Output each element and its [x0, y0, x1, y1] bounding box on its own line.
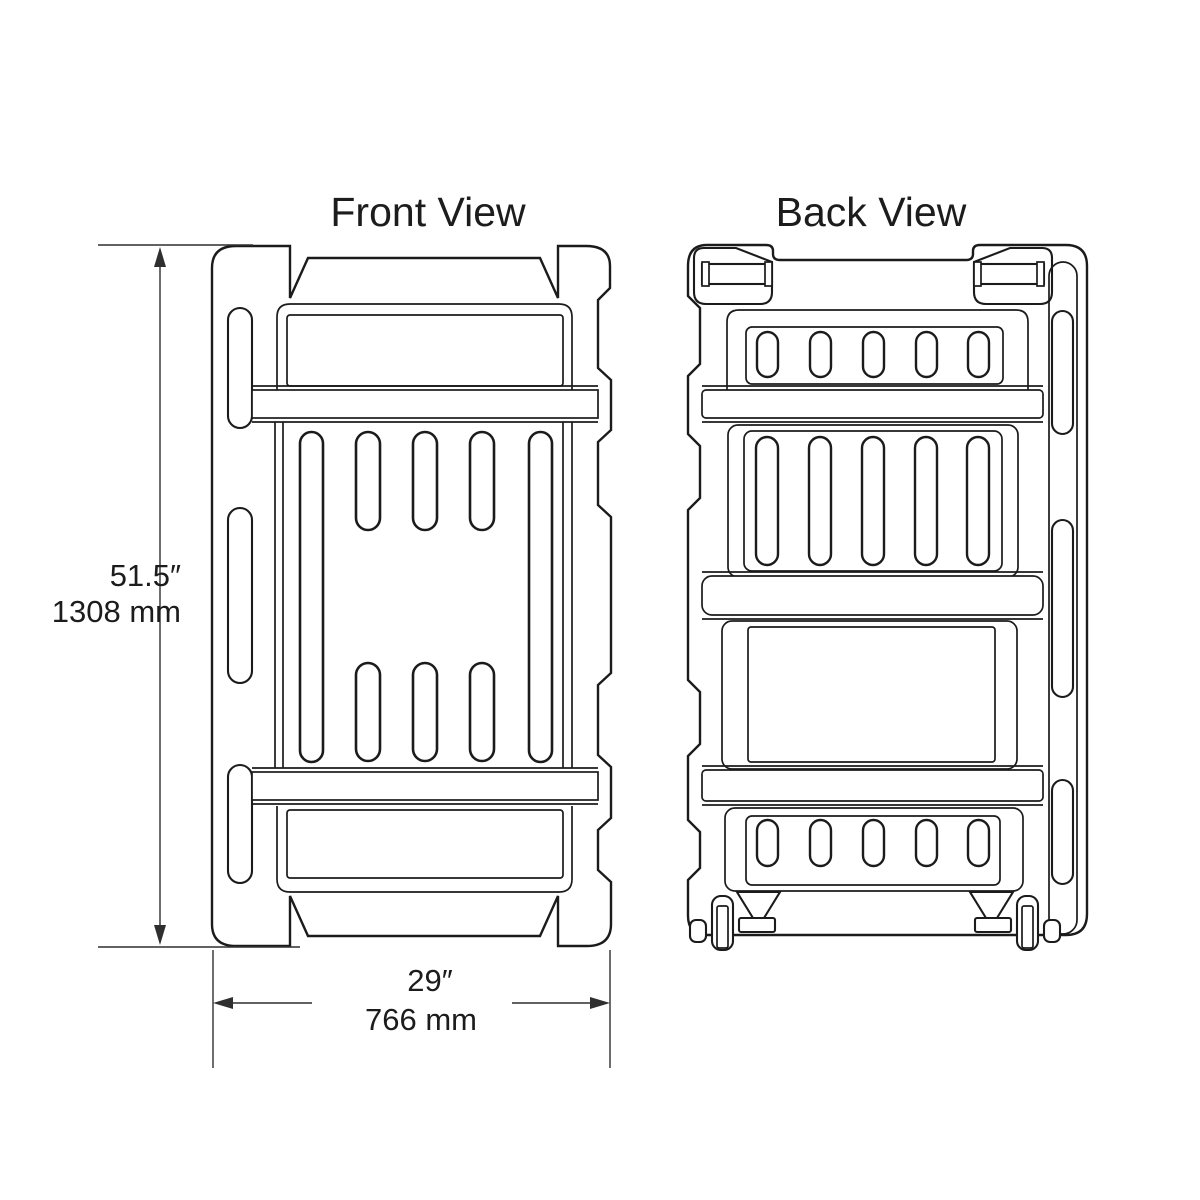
- vent-oval: [755, 330, 780, 379]
- rail-slot: [1050, 518, 1075, 699]
- corner-foot: [688, 918, 708, 944]
- rib-slot: [411, 661, 439, 763]
- caster-roller: [1015, 894, 1040, 952]
- vent-oval: [808, 818, 833, 868]
- band-bar: [251, 389, 599, 419]
- back-top-panel: [726, 309, 1029, 390]
- vent-slot-tall: [913, 435, 939, 567]
- rail-slot: [226, 306, 254, 430]
- arrow-down-icon: [154, 925, 166, 945]
- caster-roller: [710, 894, 735, 952]
- rib-slot: [354, 661, 382, 763]
- rail-slot: [1050, 778, 1075, 886]
- front-top-panel: [276, 303, 573, 390]
- handle-slot-cap: [1036, 261, 1045, 287]
- front-view-title: Front View: [330, 189, 526, 235]
- caster-base: [973, 916, 1013, 934]
- rail-channel: [1048, 261, 1078, 935]
- vent-slot-tall: [860, 435, 886, 567]
- corner-foot: [1042, 918, 1062, 944]
- back-right-rail: [1048, 261, 1078, 935]
- front-case-outline: [210, 244, 613, 948]
- vent-oval: [808, 330, 833, 379]
- rib-slot: [468, 661, 496, 763]
- caster-base: [737, 916, 777, 934]
- front-face-slots: [298, 430, 554, 764]
- rail-slot: [226, 763, 254, 885]
- caster-axle: [1021, 905, 1034, 949]
- band-bar: [701, 769, 1044, 802]
- front-bottom-panel-inner: [286, 809, 564, 879]
- vent-oval: [755, 818, 780, 868]
- rib-slot: [411, 430, 439, 532]
- arrow-left-icon: [213, 997, 233, 1009]
- vent-oval: [861, 330, 886, 379]
- rib-slot-tall: [527, 430, 554, 764]
- back-bottom-panel-inner: [745, 815, 1001, 886]
- caster-axle: [716, 905, 729, 949]
- width-mm-label: 766 mm: [365, 1002, 477, 1037]
- front-upper-band: [251, 385, 599, 423]
- front-bottom-panel: [276, 806, 573, 893]
- back-lower-band: [701, 765, 1044, 806]
- height-mm-label: 1308 mm: [52, 594, 181, 629]
- back-label-panel: [721, 620, 1018, 770]
- back-feet: [688, 890, 1062, 952]
- vent-slot-tall: [807, 435, 833, 567]
- vent-oval: [914, 330, 939, 379]
- handle-slot-cap: [764, 261, 773, 287]
- band-bar: [251, 771, 599, 801]
- back-handle-cups: [692, 246, 1054, 306]
- front-lower-band: [251, 767, 599, 805]
- vent-oval: [861, 818, 886, 868]
- back-top-vents: [755, 330, 991, 379]
- rib-slot: [354, 430, 382, 532]
- rib-slot-tall: [298, 430, 325, 764]
- back-label-panel-inner: [747, 626, 996, 763]
- back-middle-band: [701, 571, 1044, 620]
- back-bottom-vents: [755, 818, 991, 868]
- back-top-panel-inner: [745, 326, 1004, 385]
- rail-slot: [226, 506, 254, 685]
- vent-slot-tall: [754, 435, 780, 567]
- handle-slot: [700, 262, 774, 286]
- back-view-drawing: [686, 243, 1089, 952]
- back-view-title: Back View: [776, 189, 967, 235]
- rib-slot: [468, 430, 496, 532]
- height-inches-label: 51.5″: [110, 558, 181, 593]
- vent-oval: [966, 330, 991, 379]
- width-dimension: 29″ 766 mm: [212, 950, 611, 1068]
- back-upper-band: [701, 385, 1044, 423]
- handle-slot-cap: [701, 261, 710, 287]
- band-bar: [701, 389, 1044, 419]
- back-mid-panel-inner: [743, 430, 1003, 572]
- arrow-up-icon: [154, 247, 166, 267]
- rail-slot: [1050, 309, 1075, 436]
- front-view-drawing: [210, 244, 613, 948]
- height-dimension: 51.5″ 1308 mm: [52, 244, 300, 948]
- width-inches-label: 29″: [407, 963, 452, 998]
- vent-slot-tall: [965, 435, 991, 567]
- handle-slot: [972, 262, 1046, 286]
- back-mid-vents: [754, 435, 991, 567]
- handle-slot-cap: [973, 261, 982, 287]
- vent-oval: [966, 818, 991, 868]
- band-bar: [701, 575, 1044, 616]
- front-left-rail: [226, 306, 254, 885]
- arrow-right-icon: [590, 997, 610, 1009]
- vent-oval: [914, 818, 939, 868]
